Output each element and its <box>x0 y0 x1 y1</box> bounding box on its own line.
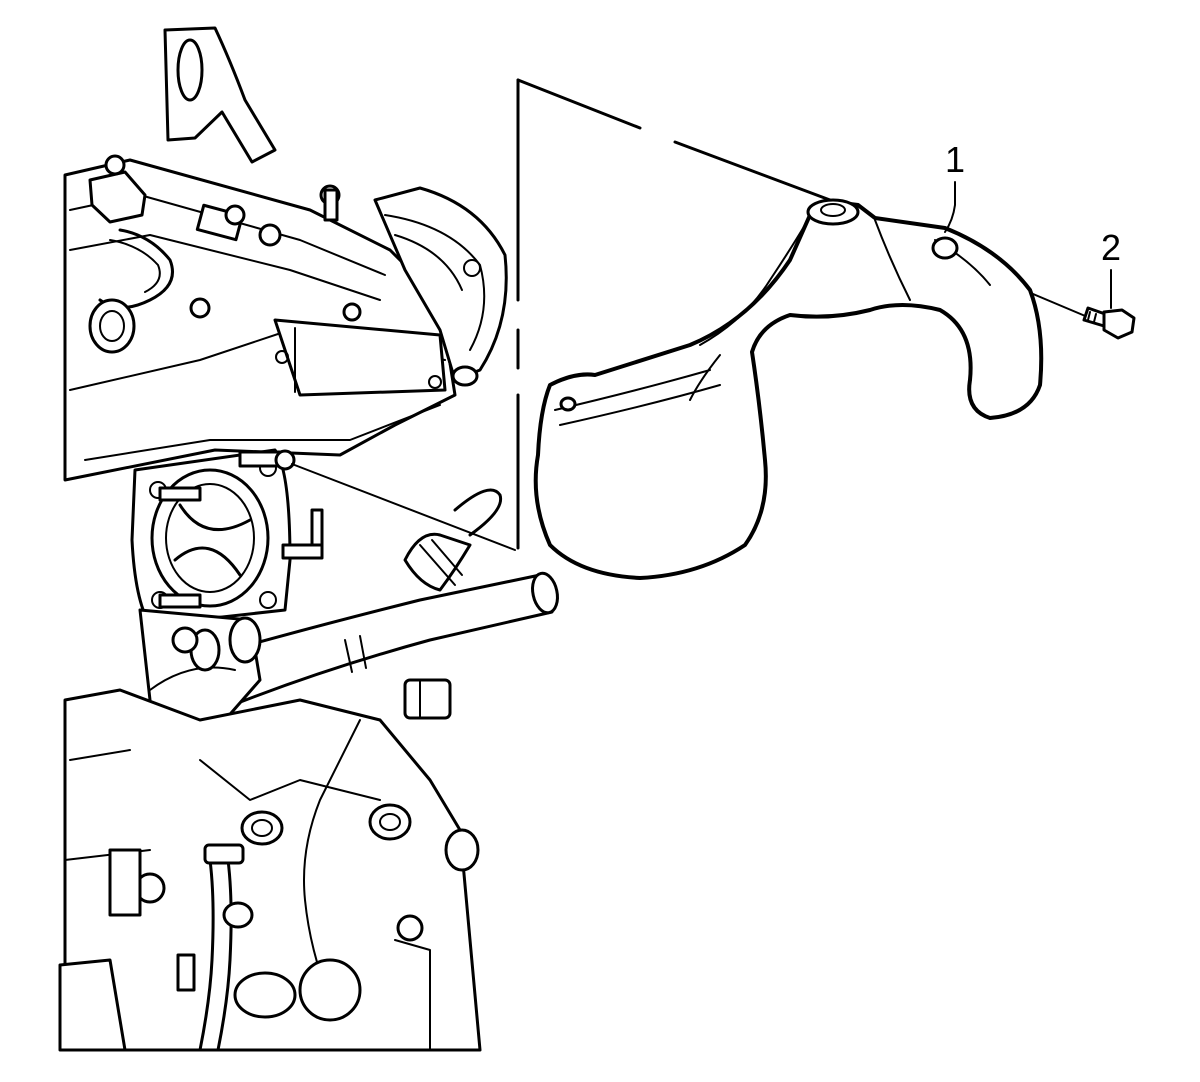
callout-2: 2 <box>1101 227 1121 309</box>
dipstick-tube <box>198 858 215 1052</box>
pipe-connector <box>403 678 452 720</box>
shield-bolt-hole <box>931 236 959 260</box>
callout-label-2: 2 <box>1101 227 1121 268</box>
heat-shield <box>533 198 1044 580</box>
callout-label-1: 1 <box>945 139 965 180</box>
shield-mount-boss <box>806 198 860 226</box>
head-bolt <box>104 154 126 176</box>
bolt <box>1082 306 1136 340</box>
upper-hose <box>403 532 472 592</box>
bracket-hole <box>176 38 204 102</box>
engine-assembly <box>58 26 559 1052</box>
engine-block <box>63 688 482 1052</box>
alignment-lines <box>291 78 1091 551</box>
oil-filler-ring <box>88 298 136 354</box>
cover-panel <box>273 318 447 397</box>
top-sensor <box>88 170 147 224</box>
manifold-studs <box>158 449 324 609</box>
harness-wire <box>303 719 361 1001</box>
turbo-housing <box>373 186 508 382</box>
callout-1: 1 <box>944 139 965 233</box>
